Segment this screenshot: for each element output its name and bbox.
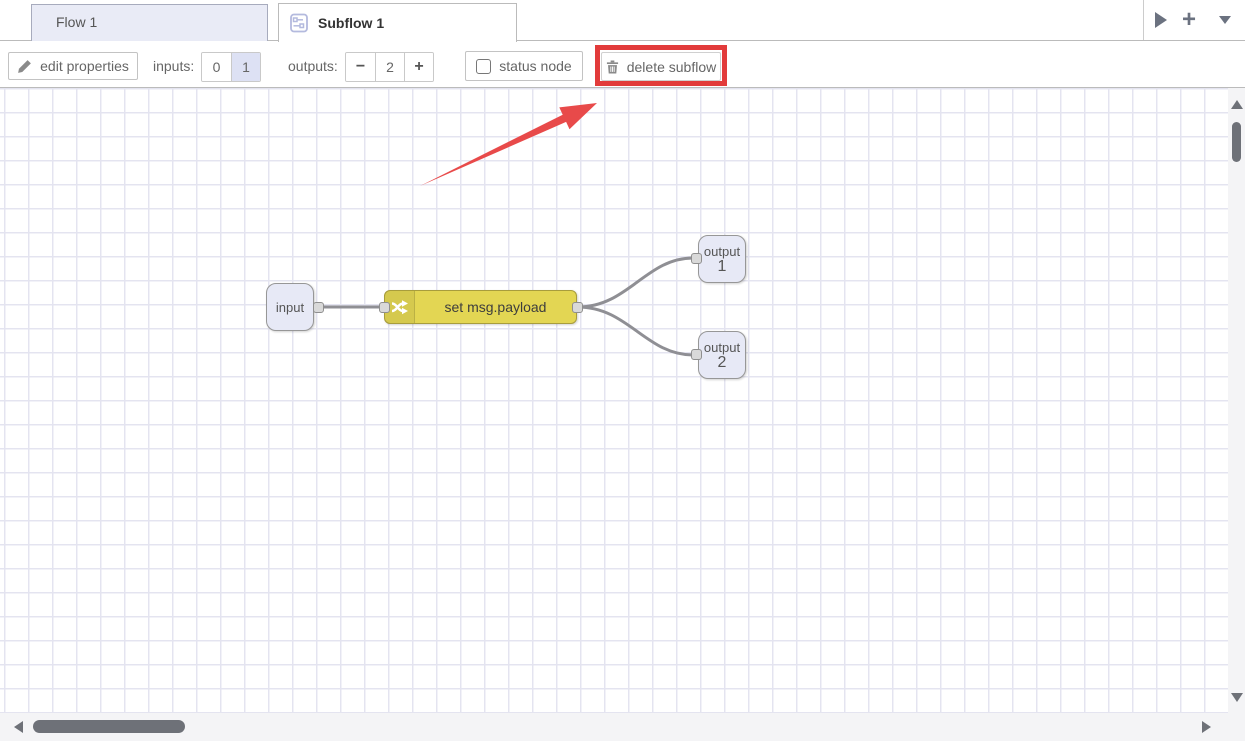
outputs-count-value[interactable]: 2 <box>375 53 404 81</box>
horizontal-scrollbar-thumb[interactable] <box>33 720 185 733</box>
pencil-icon <box>18 59 32 73</box>
change-node-icon-cell <box>385 291 415 323</box>
outputs-decrement-button[interactable]: − <box>346 53 375 81</box>
node-output-1-number: 1 <box>717 258 727 275</box>
add-flow-button[interactable]: + <box>1176 0 1202 40</box>
inputs-toggle: 0 1 <box>201 52 261 82</box>
edit-properties-label: edit properties <box>40 58 129 74</box>
status-node-label: status node <box>499 58 572 74</box>
horizontal-scrollbar[interactable] <box>0 713 1228 741</box>
subflow-toolbar: edit properties inputs: 0 1 outputs: − 2… <box>0 41 1245 88</box>
play-right-icon <box>1155 12 1167 28</box>
plus-icon: + <box>1181 6 1196 33</box>
outputs-label: outputs: <box>288 58 338 74</box>
node-output-2-label: output <box>703 340 741 355</box>
node-output-1-label: output <box>703 244 741 259</box>
status-node-button[interactable]: status node <box>465 51 583 81</box>
scroll-up-arrow-icon[interactable] <box>1231 100 1243 109</box>
vertical-scrollbar-thumb[interactable] <box>1232 122 1241 162</box>
wires-layer <box>316 256 695 357</box>
delete-subflow-label: delete subflow <box>626 58 717 75</box>
flow-canvas[interactable]: input set msg.payload output 1 output 2 <box>0 88 1228 714</box>
inputs-option-1[interactable]: 1 <box>231 53 260 81</box>
port-output1-in[interactable] <box>691 253 702 264</box>
port-input-out[interactable] <box>313 302 324 313</box>
wire-change-to-output2[interactable] <box>576 305 695 357</box>
status-node-checkbox[interactable] <box>476 58 492 74</box>
edit-properties-button[interactable]: edit properties <box>8 52 138 80</box>
node-subflow-output-2[interactable]: output 2 <box>698 331 746 379</box>
tab-subflow-1[interactable]: Subflow 1 <box>278 3 517 42</box>
node-output-2-number: 2 <box>717 354 727 371</box>
chevron-down-icon <box>1219 16 1231 24</box>
delete-subflow-button[interactable]: delete subflow <box>601 52 721 81</box>
tab-bar: Flow 1 Subflow 1 + <box>0 0 1245 42</box>
outputs-stepper: − 2 + <box>345 52 434 82</box>
tab-subflow-1-label: Subflow 1 <box>318 15 385 31</box>
tab-flow-1-label: Flow 1 <box>56 14 98 30</box>
wire-change-to-output1[interactable] <box>576 256 695 309</box>
tab-flow-1[interactable]: Flow 1 <box>31 4 268 41</box>
scroll-left-arrow-icon[interactable] <box>14 721 23 733</box>
node-subflow-input-label: input <box>275 299 305 315</box>
node-subflow-input[interactable]: input <box>266 283 314 331</box>
trash-icon <box>606 60 618 73</box>
node-subflow-output-1[interactable]: output 1 <box>698 235 746 283</box>
inputs-label: inputs: <box>153 58 195 74</box>
expand-tabs-button[interactable] <box>1150 0 1172 40</box>
subflow-icon <box>290 13 308 33</box>
scroll-down-arrow-icon[interactable] <box>1231 693 1243 702</box>
node-change[interactable]: set msg.payload <box>384 290 577 324</box>
inputs-option-0[interactable]: 0 <box>202 53 231 81</box>
scroll-right-arrow-icon[interactable] <box>1202 721 1211 733</box>
node-change-label: set msg.payload <box>444 299 547 315</box>
port-change-in[interactable] <box>379 302 390 313</box>
port-change-out[interactable] <box>572 302 583 313</box>
outputs-increment-button[interactable]: + <box>404 53 433 81</box>
shuffle-icon <box>391 300 408 315</box>
port-output2-in[interactable] <box>691 349 702 360</box>
vertical-scrollbar[interactable] <box>1228 88 1245 741</box>
list-flows-button[interactable] <box>1214 0 1236 40</box>
tabbar-separator <box>1143 0 1144 40</box>
